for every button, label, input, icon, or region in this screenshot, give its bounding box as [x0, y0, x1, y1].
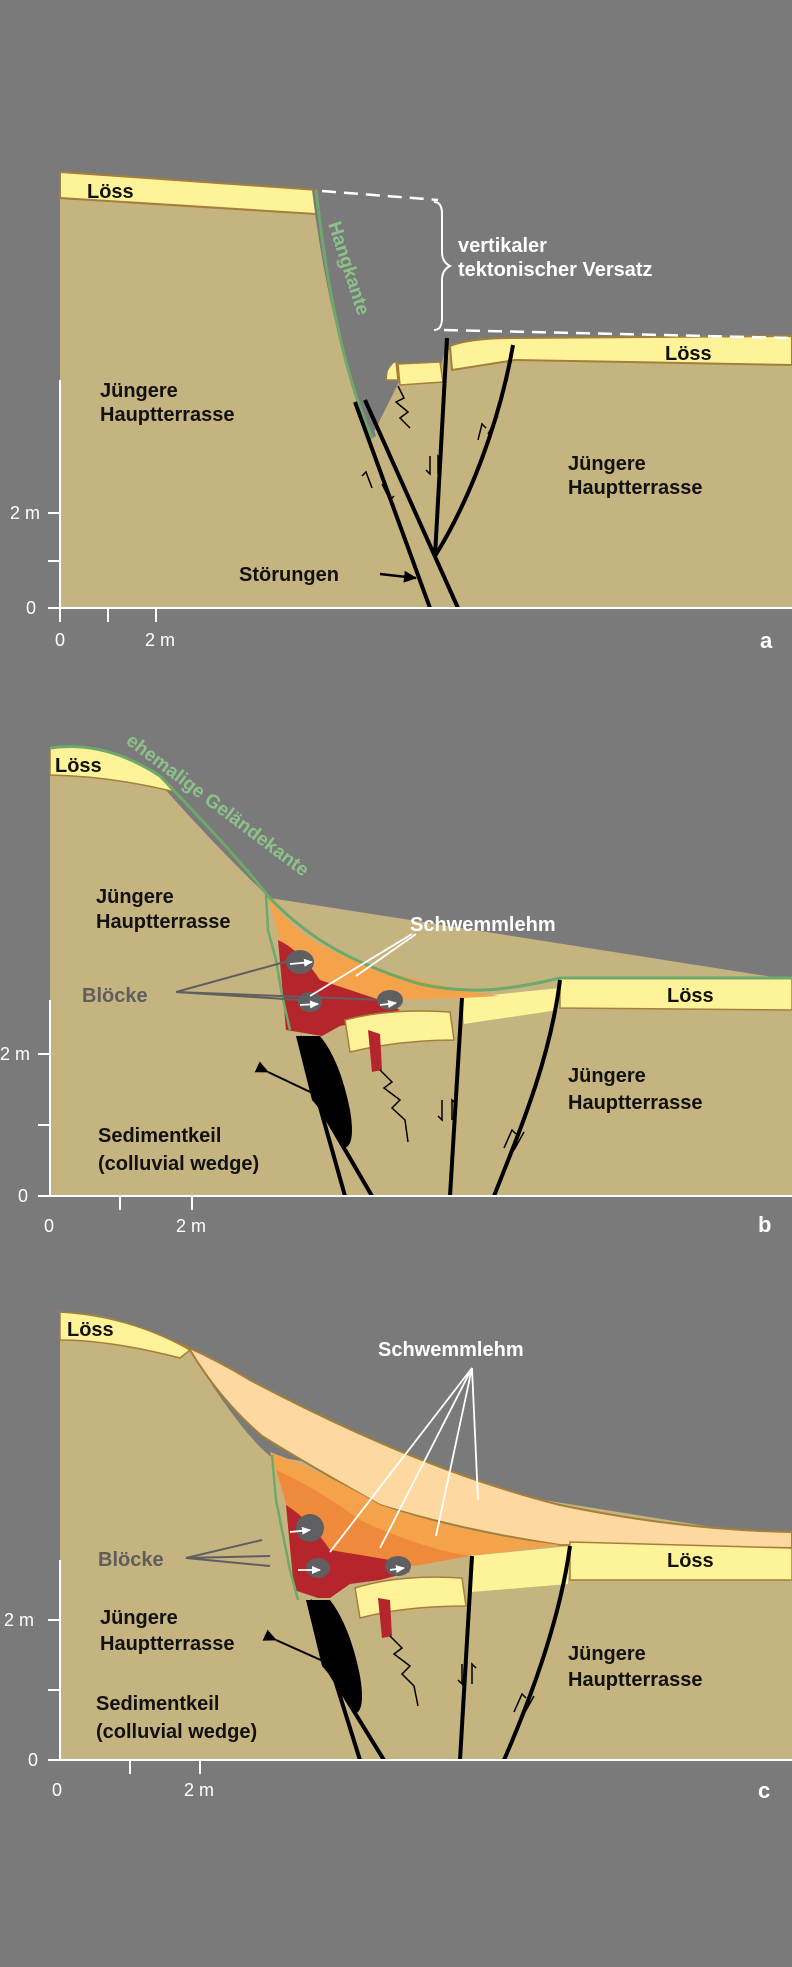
axis-x-0-a: 0: [55, 630, 65, 650]
terrace-left-a-line2: Hauptterrasse: [100, 404, 235, 426]
terrace-left-c-line2: Hauptterrasse: [100, 1633, 235, 1655]
panel-a: Löss Löss Hangkante vertikaler tektonisc…: [10, 172, 792, 653]
axis-y-2m-a: 2 m: [10, 503, 40, 523]
loess-label-left-a: Löss: [87, 181, 134, 203]
bloecke-label-c: Blöcke: [98, 1549, 164, 1571]
wedge-label-b-line1: Sedimentkeil: [98, 1125, 221, 1147]
terrace-right-a-line1: Jüngere: [568, 453, 646, 475]
terrace-right-c-line1: Jüngere: [568, 1643, 646, 1665]
axis-x-2m-c: 2 m: [184, 1780, 214, 1800]
axis-x-2m-a: 2 m: [145, 630, 175, 650]
block-c-2: [306, 1558, 330, 1578]
terrace-right-b-line2: Hauptterrasse: [568, 1092, 703, 1114]
schwemmlehm-label-b: Schwemmlehm: [410, 914, 556, 936]
terrace-right-a-line2: Hauptterrasse: [568, 477, 703, 499]
wedge-label-c-line1: Sedimentkeil: [96, 1693, 219, 1715]
panel-letter-a: a: [760, 628, 773, 653]
offset-label-line1: vertikaler: [458, 235, 547, 257]
axis-x-2m-b: 2 m: [176, 1216, 206, 1236]
stoerungen-label: Störungen: [239, 564, 339, 586]
terrace-left-c-line1: Jüngere: [100, 1607, 178, 1629]
axis-x-0-b: 0: [44, 1216, 54, 1236]
terrace-right-b-line1: Jüngere: [568, 1065, 646, 1087]
panel-b: Löss Löss ehemalige Geländekante Jüngere…: [0, 730, 792, 1237]
panel-c: Löss Löss Schwemmlehm Blöcke Jüngere Hau…: [4, 1312, 792, 1803]
loess-label-right-b: Löss: [667, 985, 714, 1007]
loess-label-right-c: Löss: [667, 1550, 714, 1572]
panel-letter-b: b: [758, 1212, 771, 1237]
bloecke-label-b: Blöcke: [82, 985, 148, 1007]
terrace-right-c-line2: Hauptterrasse: [568, 1669, 703, 1691]
axis-y-2m-b: 2 m: [0, 1044, 30, 1064]
schwemmlehm-label-c: Schwemmlehm: [378, 1339, 524, 1361]
axis-y-2m-c: 2 m: [4, 1610, 34, 1630]
wedge-label-c-line2: (colluvial wedge): [96, 1721, 257, 1743]
terrace-left-b-line2: Hauptterrasse: [96, 911, 231, 933]
terrace-left-b-line1: Jüngere: [96, 886, 174, 908]
dashed-offset-upper: [322, 191, 438, 200]
terrace-left-a-line1: Jüngere: [100, 380, 178, 402]
axis-y-0-a: 0: [26, 598, 36, 618]
axis-y-0-c: 0: [28, 1750, 38, 1770]
offset-label-line2: tektonischer Versatz: [458, 259, 653, 281]
loess-label-left-b: Löss: [55, 755, 102, 777]
loess-label-left-c: Löss: [67, 1319, 114, 1341]
wedge-label-b-line2: (colluvial wedge): [98, 1153, 259, 1175]
offset-brace: [434, 202, 450, 330]
axis-y-0-b: 0: [18, 1186, 28, 1206]
panel-letter-c: c: [758, 1778, 770, 1803]
block-c-1: [296, 1514, 324, 1542]
loess-label-right-a: Löss: [665, 343, 712, 365]
loess-blocks-a: [386, 362, 443, 385]
axis-x-0-c: 0: [52, 1780, 62, 1800]
block-c-3: [385, 1556, 411, 1576]
